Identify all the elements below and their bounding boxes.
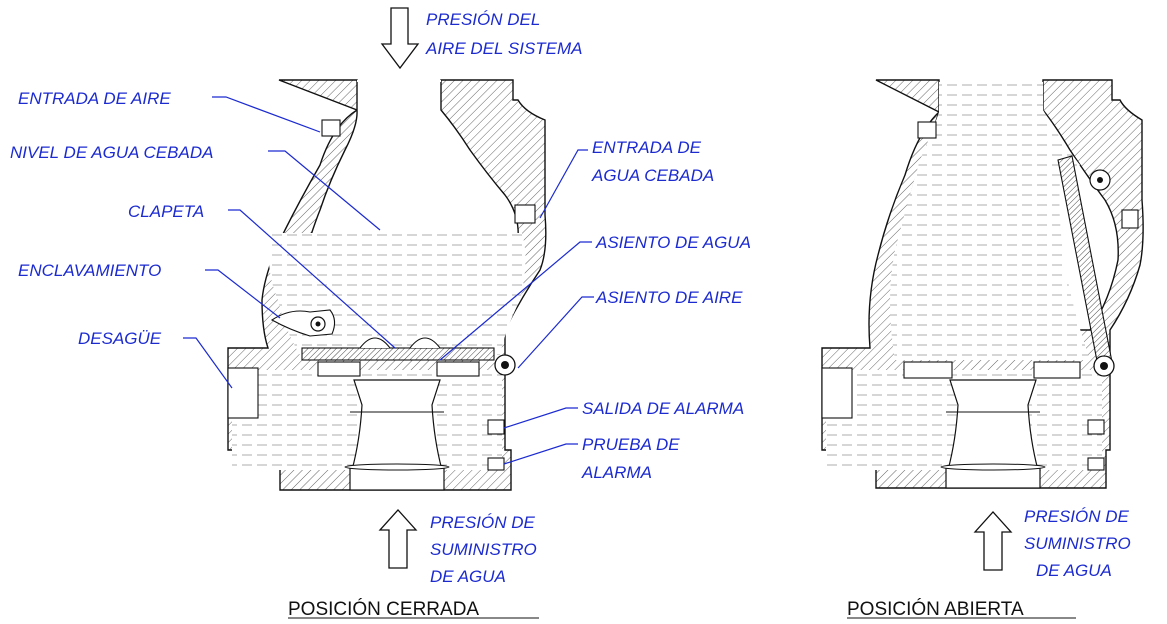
alarm-outlet-port-open (1087, 419, 1105, 435)
water-supply-arrow-open-icon (973, 511, 1013, 571)
supply-label-open-2: SUMINISTRO (1024, 534, 1131, 553)
air-pressure-arrow-icon (380, 7, 420, 70)
closed-valve (227, 7, 547, 569)
alarm-test-port-closed (487, 457, 505, 471)
callout-labels: PRESIÓN DEL AIRE DEL SISTEMA ENTRADA DE … (10, 10, 751, 620)
caption-open: POSICIÓN ABIERTA (847, 598, 1024, 620)
label-entrada-agua-2: AGUA CEBADA (591, 166, 714, 185)
callout-leaders (183, 96, 594, 465)
label-clapeta: CLAPETA (128, 202, 204, 221)
label-asiento-agua: ASIENTO DE AGUA (595, 233, 751, 252)
open-valve: PRESIÓN DE SUMINISTRO DE AGUA POSICIÓN A… (821, 79, 1144, 620)
outlet-bore-closed (349, 467, 445, 491)
valve-throat-closed (351, 379, 443, 471)
primed-water-closed (268, 233, 526, 355)
alarm-outlet-port-closed (487, 419, 505, 435)
supply-label-open-1: PRESIÓN DE (1024, 507, 1130, 526)
supply-label-closed-2: SUMINISTRO (430, 540, 537, 559)
supply-label-open-3: DE AGUA (1036, 561, 1112, 580)
label-nivel-agua: NIVEL DE AGUA CEBADA (10, 143, 213, 162)
water-open (890, 82, 1090, 360)
label-prueba-alarma-1: PRUEBA DE (582, 435, 680, 454)
label-asiento-aire: ASIENTO DE AIRE (595, 288, 743, 307)
label-entrada-aire: ENTRADA DE AIRE (18, 89, 171, 108)
water-supply-arrow-closed-icon (378, 509, 418, 569)
supply-label-closed-1: PRESIÓN DE (430, 513, 536, 532)
top-opening-closed (357, 80, 441, 82)
label-enclavamiento: ENCLAVAMIENTO (18, 261, 161, 280)
air-pressure-label-2: AIRE DEL SISTEMA (425, 39, 583, 58)
water-seat-closed (436, 361, 480, 377)
alarm-test-port-open (1087, 457, 1105, 471)
primed-inlet-port-closed (514, 204, 536, 224)
air-inlet-port-open (917, 121, 937, 139)
seat-left-open (903, 361, 953, 379)
drain-port-open (821, 367, 853, 419)
label-desague: DESAGÜE (78, 329, 162, 348)
valve-throat-open (947, 379, 1039, 471)
label-salida-alarma: SALIDA DE ALARMA (582, 399, 744, 418)
air-seat-closed (317, 361, 361, 377)
air-pressure-label-1: PRESIÓN DEL (426, 10, 540, 29)
label-prueba-alarma-2: ALARMA (581, 463, 652, 482)
clapper-plate-closed (301, 347, 495, 361)
primed-inlet-port-open (1121, 209, 1139, 229)
air-inlet-port-closed (321, 119, 341, 137)
label-entrada-agua-1: ENTRADA DE (592, 138, 702, 157)
supply-label-closed-3: DE AGUA (430, 567, 506, 586)
outlet-bore-open (945, 467, 1041, 489)
drain-port-closed (227, 367, 259, 419)
seat-right-open (1033, 361, 1081, 379)
caption-closed: POSICIÓN CERRADA (288, 598, 479, 620)
